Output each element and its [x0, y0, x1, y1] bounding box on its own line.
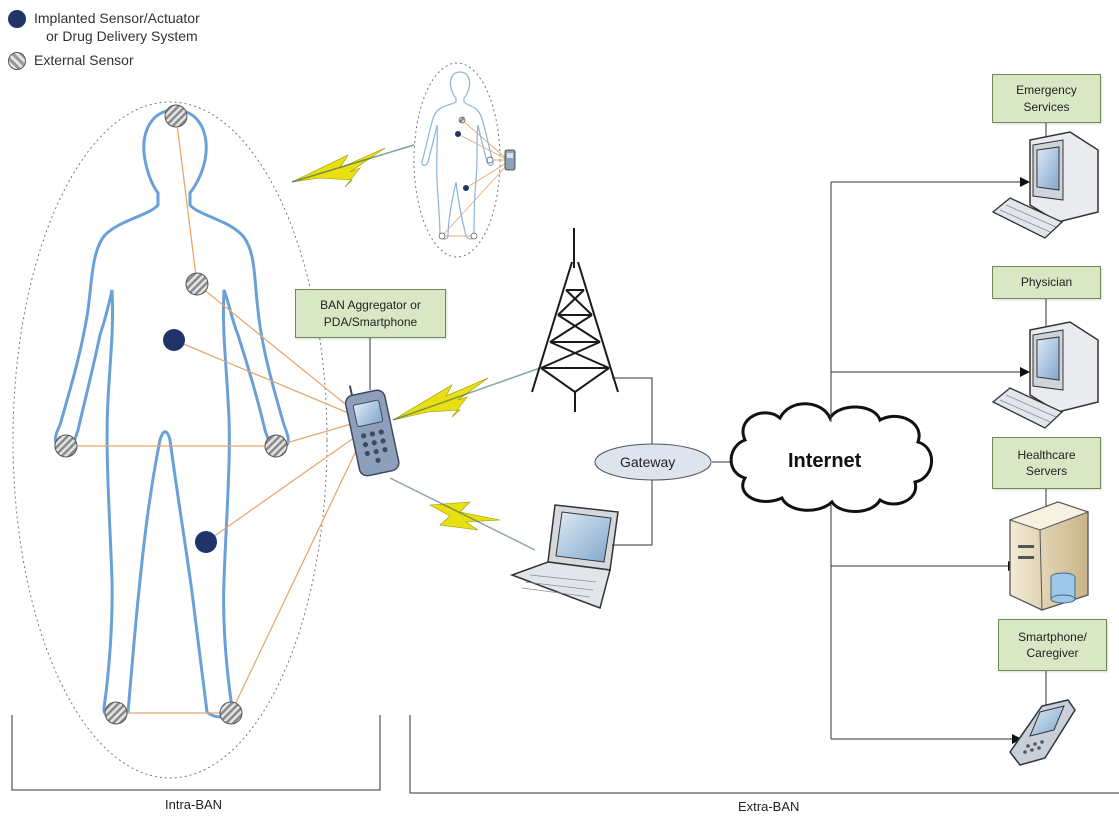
- internet-backbone: [830, 181, 1020, 740]
- implanted-sensor-torso: [163, 329, 185, 351]
- emergency-services-label: Emergency Services: [992, 74, 1101, 123]
- external-sensor-head: [164, 104, 188, 128]
- human-body-outline: [53, 108, 290, 719]
- internet-label: Internet: [788, 450, 862, 472]
- intra-ban-label: Intra-BAN: [165, 797, 223, 812]
- external-sensor-right-foot: [219, 701, 243, 725]
- external-sensor-left-hand: [54, 434, 78, 458]
- implanted-sensors: [163, 329, 217, 553]
- extra-ban-bracket: [409, 715, 1119, 794]
- implanted-sensor-leg: [195, 531, 217, 553]
- healthcare-servers-label: Healthcare Servers: [992, 437, 1101, 489]
- small-body-outline: [421, 71, 494, 240]
- laptop-icon: [509, 504, 619, 609]
- legend-implanted-line1: Implanted Sensor/Actuator: [34, 10, 200, 26]
- intra-ban-region: [12, 101, 328, 779]
- legend-external-label: External Sensor: [34, 52, 134, 68]
- server-icon: [1008, 501, 1090, 611]
- physician-label: Physician: [992, 266, 1101, 299]
- aggregator-phone-icon: [344, 385, 400, 477]
- intra-ban-bracket: [11, 715, 381, 791]
- external-sensor-chest: [185, 272, 209, 296]
- legend-external: External Sensor: [8, 52, 134, 70]
- physician-computer-icon: [991, 321, 1099, 429]
- legend-implanted-line2: or Drug Delivery System: [46, 27, 198, 44]
- external-sensors: [54, 104, 288, 725]
- external-sensor-left-foot: [104, 701, 128, 725]
- aggregator-label: BAN Aggregator or PDA/Smartphone: [295, 289, 446, 338]
- extra-ban-label: Extra-BAN: [738, 799, 800, 814]
- small-phone-icon: [504, 149, 516, 171]
- gateway-node: [594, 443, 712, 481]
- caregiver-phone-icon: [1009, 699, 1076, 766]
- legend-implanted: Implanted Sensor/Actuator or Drug Delive…: [8, 10, 200, 45]
- caregiver-label: Smartphone/ Caregiver: [998, 619, 1107, 671]
- wireless-bolt-tower: [392, 377, 489, 421]
- emergency-computer-icon: [991, 131, 1099, 239]
- implanted-legend-icon: [8, 10, 26, 28]
- external-legend-icon: [8, 52, 26, 70]
- external-sensor-right-hand: [264, 434, 288, 458]
- gateway-label: Gateway: [620, 454, 676, 470]
- sensor-links: [66, 115, 366, 714]
- cell-tower-icon: [531, 228, 619, 412]
- internet-cloud: [729, 402, 934, 513]
